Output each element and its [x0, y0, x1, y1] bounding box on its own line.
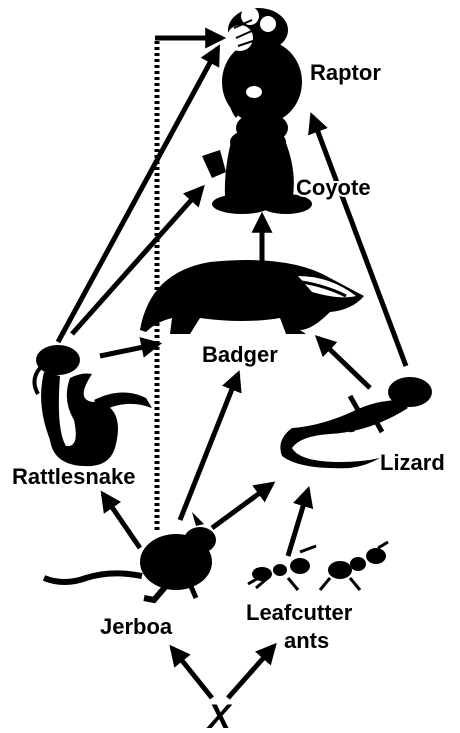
ant-icon: [248, 542, 388, 590]
arrow-jerboa-to-lizard: [212, 484, 272, 528]
lizard-label: Lizard: [380, 450, 445, 475]
rattlesnake-icon: [34, 345, 152, 466]
raptor-label: Raptor: [310, 60, 381, 85]
leafcutter-ants-label-line2: ants: [284, 628, 329, 653]
raptor-icon: [222, 7, 302, 144]
leafcutter-ants-label-line1: Leafcutter: [246, 600, 353, 625]
rattlesnake-label: Rattlesnake: [12, 464, 136, 489]
badger-label: Badger: [202, 342, 278, 367]
arrow-rattlesnake-to-badger: [100, 344, 158, 356]
arrow-x-to-leafcutter-ants: [228, 646, 274, 698]
arrow-x-to-jerboa: [172, 648, 212, 698]
arrow-lizard-to-raptor: [312, 116, 406, 366]
arrow-lizard-to-badger: [318, 338, 370, 388]
x-label: X: [206, 698, 233, 733]
arrow-jerboa-to-badger: [180, 374, 238, 520]
jerboa-label: Jerboa: [100, 614, 173, 639]
badger-icon: [140, 260, 364, 334]
arrow-jerboa-to-rattlesnake: [103, 494, 140, 548]
arrow-leafcutter-ants-to-lizard: [288, 490, 308, 556]
coyote-icon: [202, 128, 312, 214]
jerboa-icon: [44, 512, 216, 600]
coyote-label: Coyote: [296, 175, 371, 200]
